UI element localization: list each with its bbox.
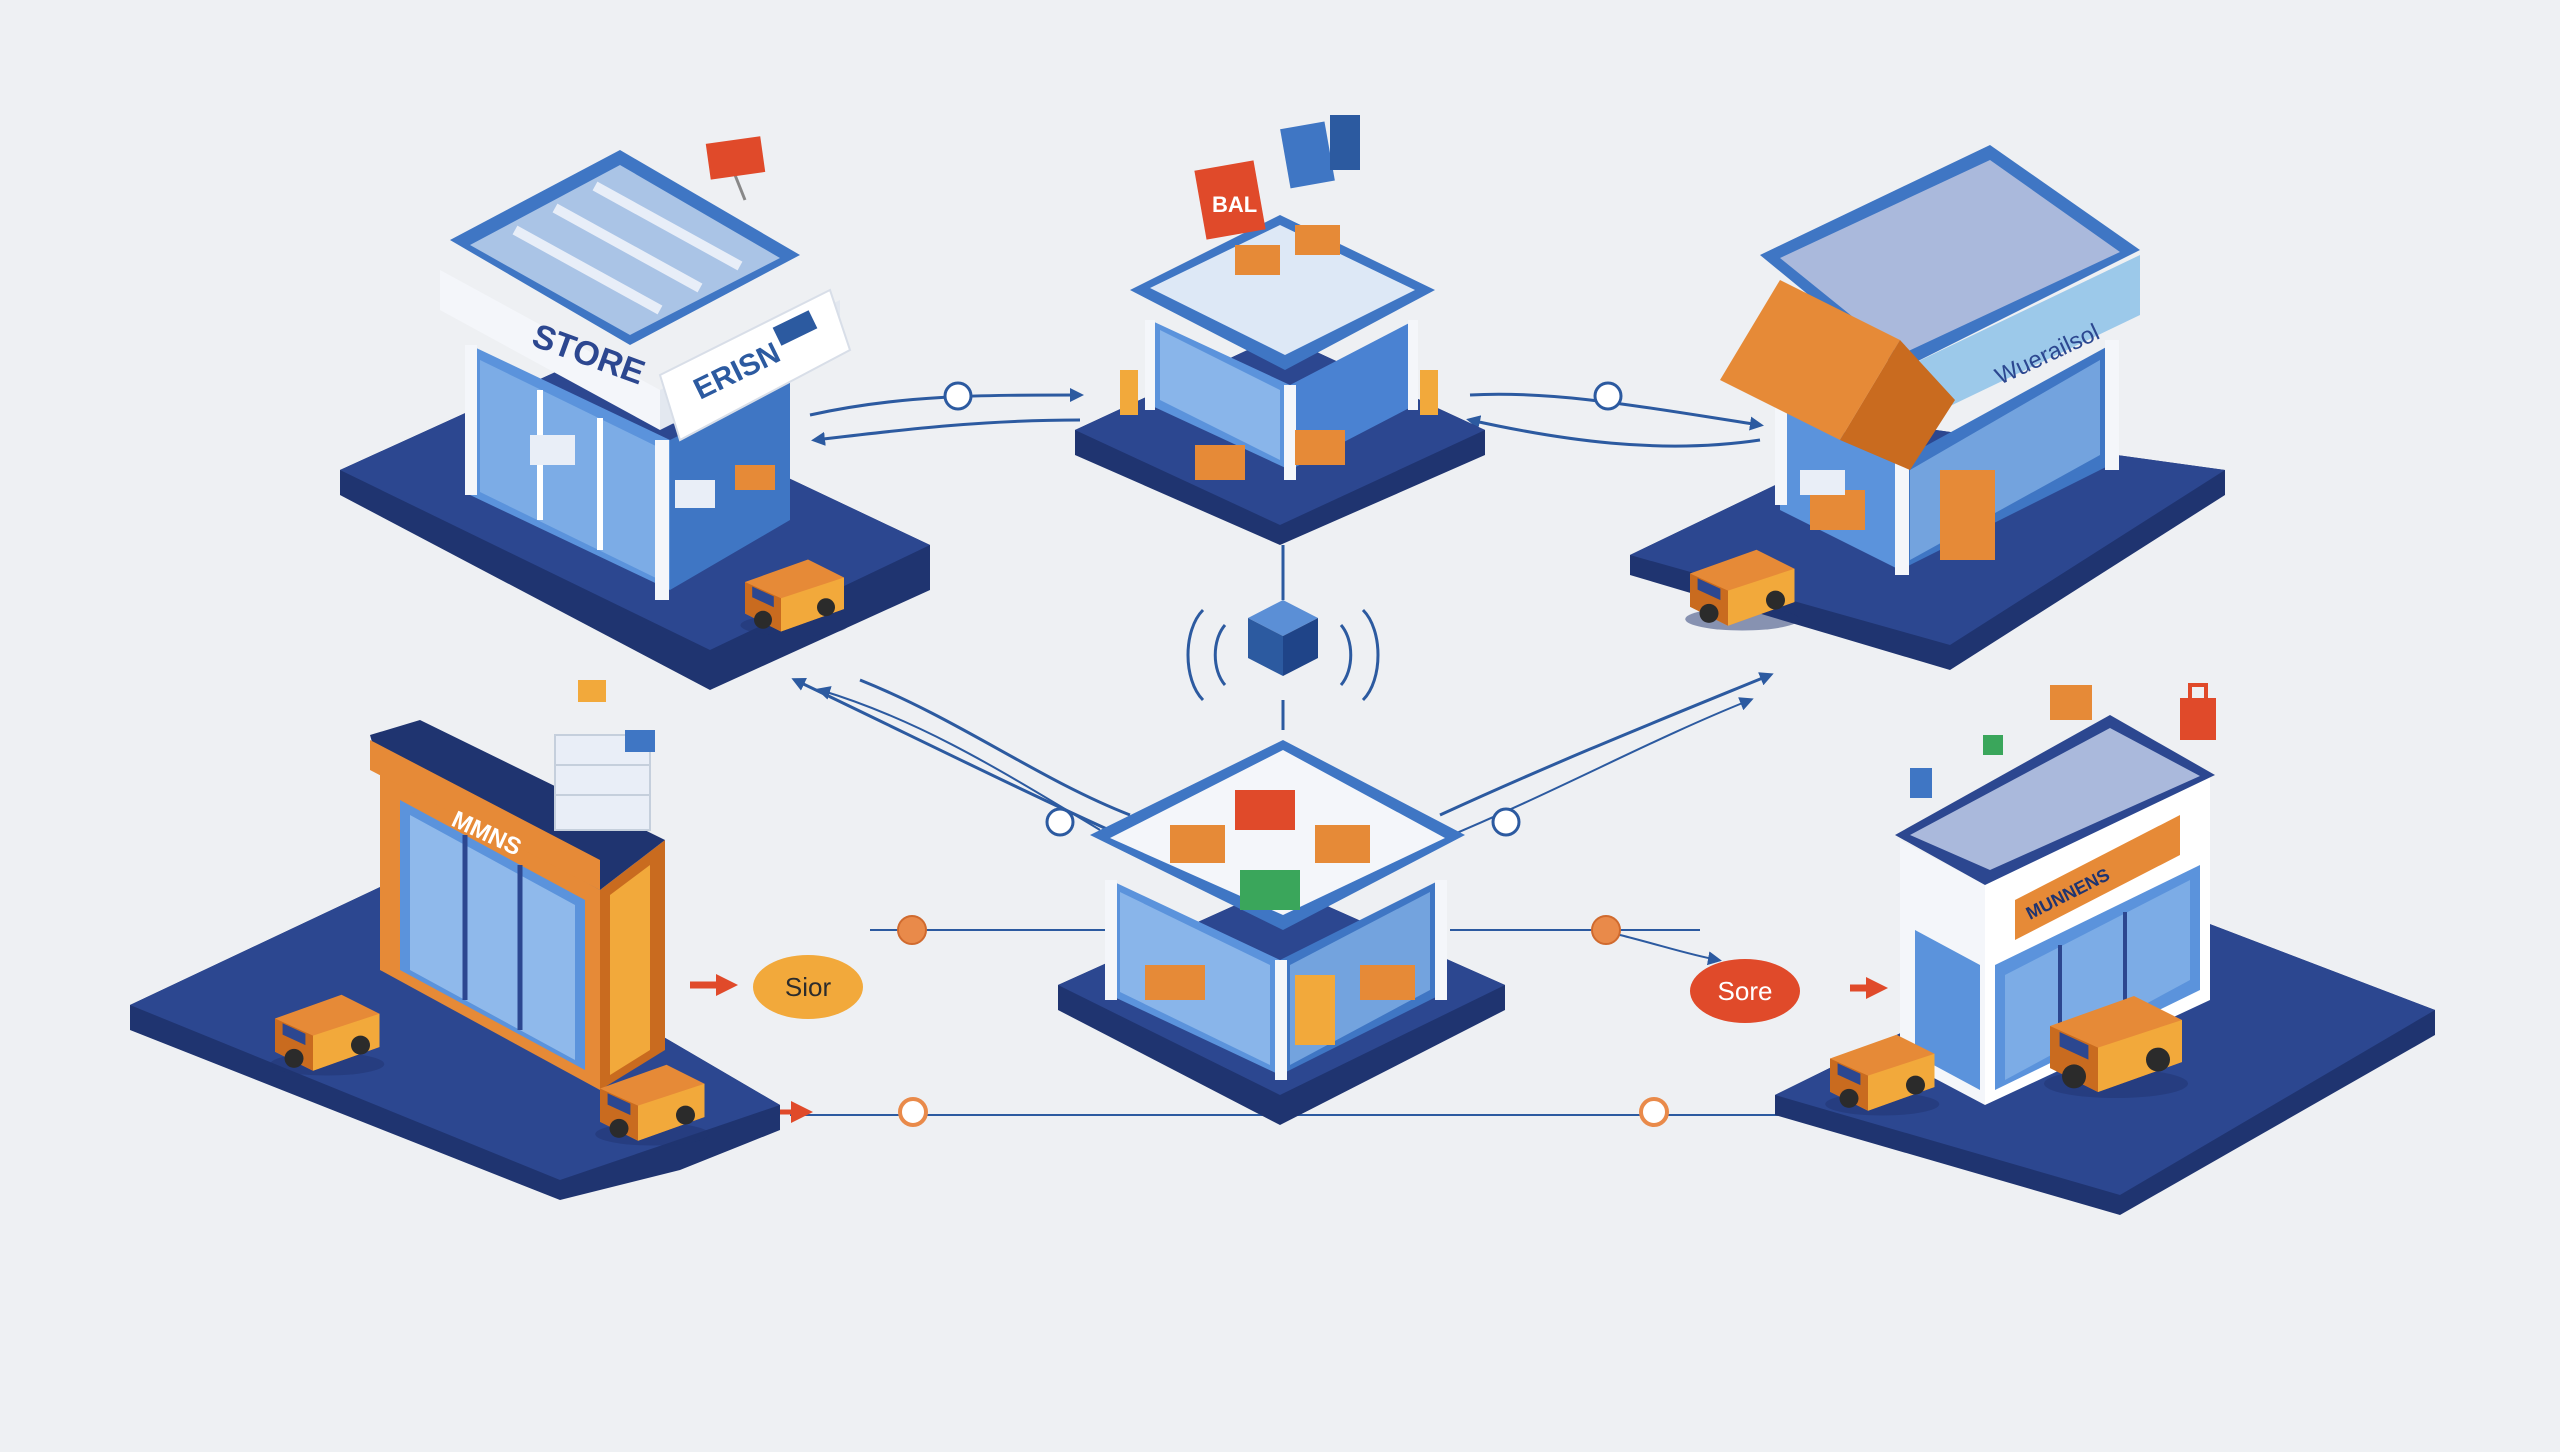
- connector-node: [1045, 807, 1075, 837]
- connector-node: [1491, 807, 1521, 837]
- badge-left[interactable]: Sior: [753, 955, 863, 1019]
- connector-tr-tc: [1466, 415, 1761, 448]
- delivery-truck-icon: [740, 559, 849, 636]
- connector-tl-hub: [859, 678, 1131, 817]
- connector-node: [1639, 1097, 1669, 1127]
- delivery-truck-icon: [270, 994, 385, 1076]
- store-center-hub: [1058, 740, 1505, 1125]
- connector-node: [1593, 381, 1623, 411]
- badge-right-label: Sore: [1718, 976, 1773, 1006]
- connector-tc-tl: [811, 418, 1081, 446]
- badge-right[interactable]: Sore: [1690, 959, 1800, 1023]
- delivery-truck-icon: [1685, 549, 1800, 631]
- store-top-center: [1075, 115, 1485, 545]
- connector-node: [897, 915, 927, 945]
- connector-tl-tc: [809, 388, 1084, 417]
- connector-node: [943, 381, 973, 411]
- delivery-truck-icon: [1825, 1034, 1940, 1116]
- store-sign-label: BAL: [1212, 192, 1257, 217]
- connector-hub-tl-2: [816, 686, 1101, 831]
- connector-hub-tl: [791, 677, 1121, 837]
- delivery-vehicles: [270, 549, 2188, 1146]
- delivery-truck-icon: [595, 1064, 710, 1146]
- connector-hub-tr: [1439, 672, 1774, 817]
- delivery-truck-icon: [2044, 996, 2188, 1098]
- inventory-cube-icon: [1186, 600, 1380, 702]
- store-bottom-right: [1775, 683, 2435, 1215]
- connectors: [690, 381, 1888, 1127]
- connector-node: [1591, 915, 1621, 945]
- connector-hub-tr-2: [1439, 697, 1754, 841]
- connector-node: [898, 1097, 928, 1127]
- badge-left-label: Sior: [785, 972, 832, 1002]
- connector-hub-br-curve: [1619, 934, 1722, 966]
